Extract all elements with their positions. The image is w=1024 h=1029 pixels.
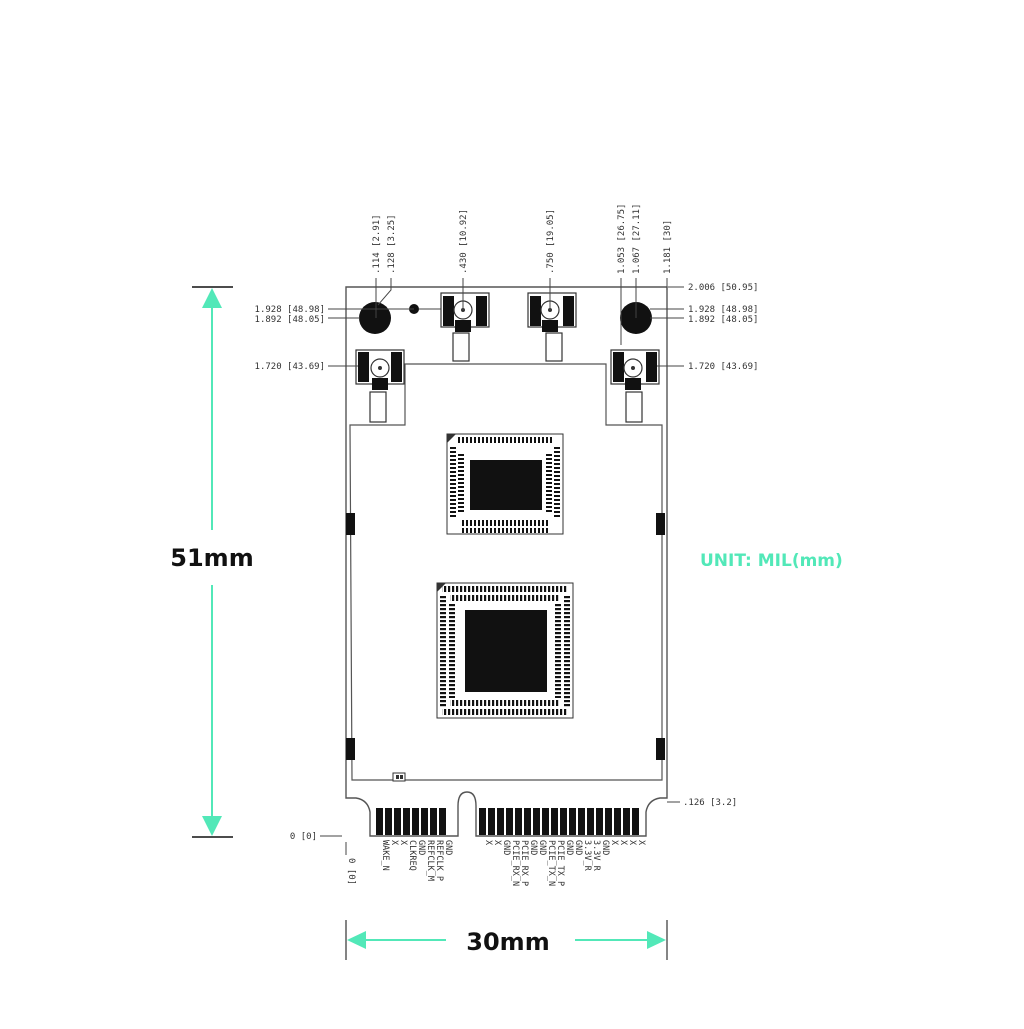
width-label: 30mm [466,928,549,956]
pin-label: X [618,840,628,846]
pin-labels-left: WAKE_N X X CLKREQ GND REFCLK_M REFCLK_P … [380,840,453,881]
dim-label: .114 [2.91] [372,214,382,274]
dim-label: .126 [3.2] [683,798,737,808]
top-dimension-labels: .114 [2.91] .128 [3.25] .430 [10.92] .75… [372,204,673,274]
chip-upper-die [470,460,542,510]
pin-label: REFCLK_M [425,840,435,881]
pin-label: GND [573,840,583,855]
pin-label: GND [600,840,610,855]
pin-label: GND [416,840,426,855]
pin-label: X [389,840,399,846]
pin-label: GND [501,840,511,855]
dim-label: .128 [3.25] [387,214,397,274]
pin-label: X [636,840,646,846]
pin-label: WAKE_N [380,840,390,871]
height-dimension: 51mm [170,286,254,838]
edge-connector-right [479,808,639,835]
arrow-up-icon [202,288,222,308]
unit-label: UNIT: MIL(mm) [700,551,843,571]
arrow-down-icon [202,816,222,836]
right-dimension-labels: 2.006 [50.95] 1.928 [48.98] 1.892 [48.05… [683,283,758,808]
pin-label: REFCLK_P [434,840,444,881]
pin-label: GND [537,840,547,855]
arrow-left-icon [347,931,366,949]
dim-label: 1.720 [43.69] [688,362,758,372]
dim-label: 1.892 [48.05] [688,315,758,325]
dim-label: .430 [10.92] [459,209,469,274]
edge-connector-left [376,808,446,835]
width-dimension: 30mm [345,920,668,960]
pin-label: PCIE_RX_N [510,840,520,886]
chip-lower [436,582,574,719]
dim-label: 1.928 [48.98] [688,305,758,315]
height-label: 51mm [170,544,253,572]
pin-label: CLKREQ [407,840,417,871]
side-clip [656,513,665,535]
dim-label: .750 [19.05] [546,209,556,274]
antenna-connector-3 [527,292,577,362]
dim-label: 1.053 [26.75] [617,204,627,274]
mounting-hole-left [359,302,391,334]
arrow-right-icon [647,931,666,949]
pin-label: X [609,840,619,846]
dim-label: 1.892 [48.05] [255,315,325,325]
dim-label: 1.181 [30] [663,220,673,274]
dim-label: 1.720 [43.69] [255,362,325,372]
origin-y-label: 0 [0] [346,858,356,885]
pin-label: X [483,840,493,846]
side-clip [346,738,355,760]
side-clip [346,513,355,535]
origin-x-label: 0 [0] [290,832,317,842]
chip-upper [446,433,564,535]
side-clip [656,738,665,760]
pin-label: 3.3V_R [582,840,592,872]
pin-labels-right: X X GND PCIE_RX_N PCIE_RX_P GND GND PCIE… [483,840,646,886]
dim-label: 1.928 [48.98] [255,305,325,315]
left-dimension-labels: 1.928 [48.98] 1.892 [48.05] 1.720 [43.69… [255,305,325,372]
antenna-connector-4 [610,349,660,423]
pin-label: GND [564,840,574,855]
antenna-connector-1 [355,349,405,423]
antenna-connector-2 [440,292,490,362]
board-outline [345,286,668,837]
pin-label: PCIE_TX_N [546,840,556,886]
pin-label: PCIE_RX_P [519,840,529,886]
dim-label: 2.006 [50.95] [688,283,758,293]
pin-label: 3.3V_R [591,840,601,872]
chip-lower-die [465,610,547,692]
pin-label: GND [443,840,453,855]
pin-label: PCIE_TX_P [555,840,565,886]
pin-label: X [492,840,502,846]
pin-label: X [398,840,408,846]
dim-label: 1.067 [27.11] [632,204,642,274]
pin-label: GND [528,840,538,855]
leader-lines [320,278,684,855]
pin-label: X [627,840,637,846]
